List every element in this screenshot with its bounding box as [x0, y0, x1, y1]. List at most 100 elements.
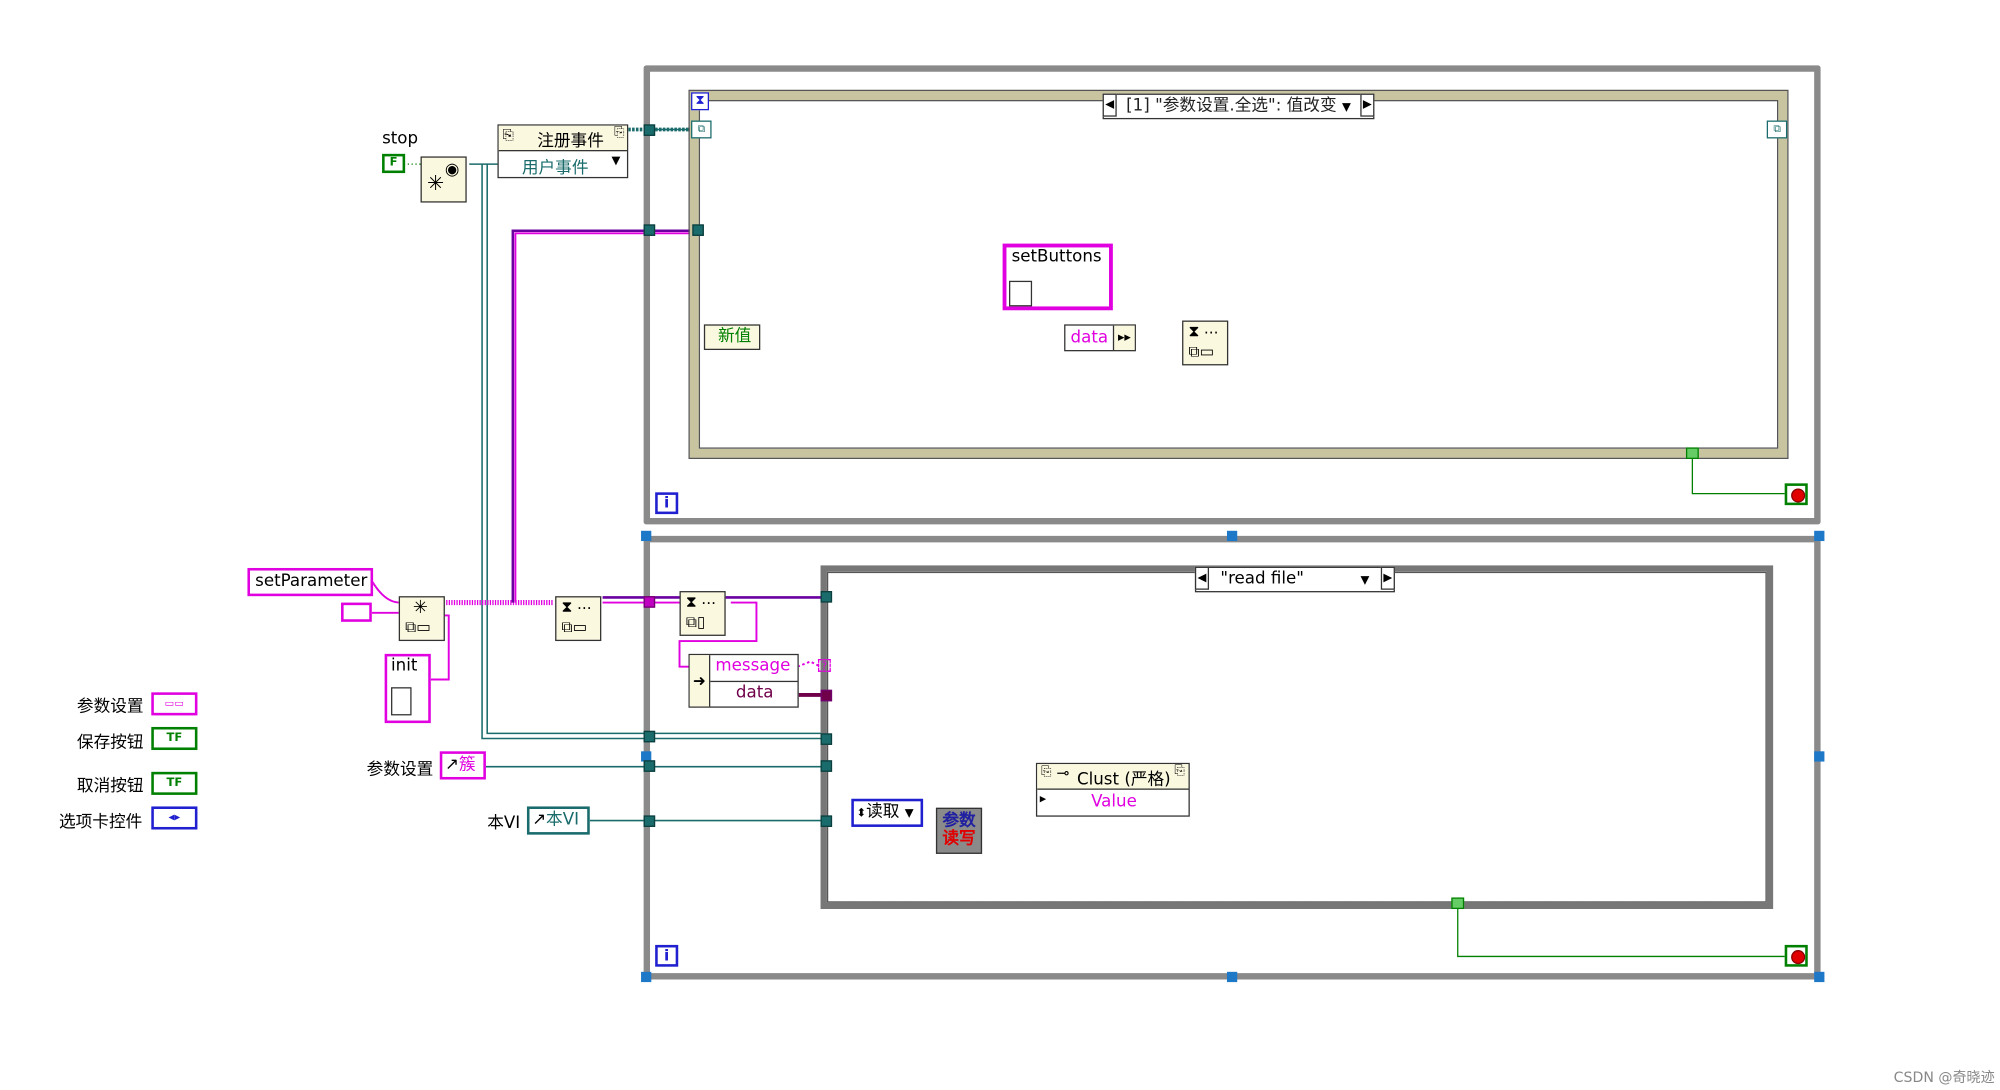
- message-case-tunnel: ?: [817, 658, 831, 672]
- write-arrow-icon: ▸: [1039, 792, 1047, 807]
- control-label-3: 选项卡控件: [58, 812, 143, 833]
- iteration-text: i: [664, 493, 670, 512]
- cluster-control-terminal[interactable]: ▭▭: [151, 692, 198, 716]
- resize-handle[interactable]: [641, 971, 652, 983]
- set-parameter-constant[interactable]: setParameter: [247, 567, 374, 597]
- new-value-node: 新值: [703, 324, 761, 351]
- chevron-down-icon[interactable]: ▼: [1360, 574, 1370, 588]
- register-icon: ⎘: [502, 126, 514, 144]
- tab-control-terminal[interactable]: ◂▸: [151, 806, 198, 830]
- control-tag-3: ◂▸: [168, 811, 181, 825]
- chevron-down-icon[interactable]: ▼: [904, 807, 914, 821]
- init-text: init: [391, 656, 418, 676]
- enqueue-element-node-2[interactable]: ⧗ ... ⧉▭: [1182, 319, 1229, 366]
- chevron-down-icon[interactable]: ▼: [1341, 101, 1351, 115]
- dequeue-element-node[interactable]: ⧗ ... ⧉▯: [679, 589, 726, 636]
- tunnel-this-vi: [643, 815, 656, 827]
- param-settings-ref-label: 参数设置: [366, 760, 434, 780]
- ellipsis-text: ...: [701, 589, 716, 608]
- stop-condition-terminal[interactable]: [1784, 944, 1808, 967]
- loop-iteration-terminal: i: [655, 944, 679, 967]
- data-text: data: [735, 683, 774, 703]
- save-button-terminal[interactable]: TF: [151, 726, 198, 751]
- ellipsis-text: ...: [1203, 319, 1219, 338]
- tunnel-queue-bottom: [643, 596, 656, 608]
- next-case-icon[interactable]: ▶: [1380, 566, 1395, 590]
- case-selector[interactable]: ◀ "read file" ▼ ▶: [1194, 566, 1395, 593]
- obtain-queue-node[interactable]: ✳ ⧉▭: [398, 596, 445, 642]
- dynamic-event-terminal-right[interactable]: ⧉: [1766, 120, 1788, 139]
- register-event-label: 注册事件: [537, 132, 604, 152]
- question-text: ?: [821, 660, 828, 672]
- property-icon: ⎘: [1041, 765, 1052, 780]
- create-user-event-node[interactable]: ✳ ◉: [420, 156, 467, 203]
- case-tunnel-queue: [820, 591, 833, 603]
- param-rw-subvi[interactable]: 参数 读写: [935, 807, 983, 854]
- data-text: data: [1070, 328, 1109, 348]
- stop-sign-icon: [1791, 488, 1806, 503]
- hourglass-icon: ⧗: [561, 597, 573, 616]
- resize-handle[interactable]: [1226, 530, 1238, 542]
- event-timeout-terminal[interactable]: ⧗: [691, 92, 710, 111]
- prev-case-icon[interactable]: ◀: [1194, 566, 1210, 590]
- queue-icon: ⧉▭: [561, 617, 588, 636]
- resize-handle[interactable]: [641, 751, 652, 762]
- resize-handle[interactable]: [1814, 751, 1825, 762]
- prev-case-icon[interactable]: ◀: [1102, 93, 1117, 117]
- iteration-text: i: [664, 946, 670, 965]
- stop-condition-terminal[interactable]: [1784, 483, 1808, 506]
- next-case-icon[interactable]: ▶: [1360, 93, 1375, 117]
- dynamic-event-terminal-left[interactable]: ⧉: [691, 120, 712, 139]
- event-case-selector[interactable]: ◀ [1] "参数设置.全选": 值改变 ▼ ▶: [1102, 93, 1375, 120]
- ref-arrow-icon: ↗: [444, 755, 459, 775]
- loop-iteration-terminal: i: [655, 492, 679, 515]
- message-text: message: [715, 656, 791, 676]
- bulb-icon: ◉: [444, 160, 460, 180]
- resize-handle[interactable]: [1226, 971, 1238, 983]
- control-label-1: 保存按钮: [76, 733, 144, 753]
- user-event-label: 用户事件: [521, 158, 589, 179]
- while-loop-top[interactable]: [643, 65, 1821, 525]
- case-tunnel-cluster-ref: [820, 760, 833, 772]
- property-node-clust[interactable]: ⎘ ⊸ Clust (严格) ⎘ ▸ Value: [1035, 762, 1190, 817]
- set-buttons-constant[interactable]: setButtons: [1002, 243, 1113, 311]
- resize-handle[interactable]: [1814, 971, 1825, 983]
- ref-arrow-icon: ↗: [532, 810, 547, 830]
- this-vi-label: 本VI: [487, 814, 521, 834]
- resize-handle[interactable]: [641, 530, 652, 542]
- init-cluster-constant[interactable]: init: [384, 653, 431, 724]
- watermark: CSDN @奇晓迹: [1893, 1069, 1995, 1086]
- tunnel-queue: [643, 224, 656, 236]
- enum-increment-icon: ⬍: [856, 807, 867, 821]
- control-tag-2: TF: [166, 776, 183, 790]
- this-vi-ref-text: 本VI: [546, 810, 580, 830]
- unbundle-arrow-icon: ➜: [689, 655, 711, 707]
- bundle-by-name-node[interactable]: data ▸▸: [1064, 324, 1136, 352]
- register-events-node[interactable]: ⎘ 注册事件 ⎘ 用户事件 ▼: [497, 124, 629, 179]
- param-rw-line2: 读写: [942, 829, 976, 849]
- control-label-0: 参数设置: [76, 697, 144, 717]
- chevron-down-icon[interactable]: ▼: [611, 155, 621, 168]
- resize-handle[interactable]: [1814, 530, 1825, 542]
- set-parameter-text: setParameter: [255, 571, 368, 592]
- corner-icon: ⎘: [1174, 764, 1185, 779]
- queue-icon: ⧉▭: [1188, 342, 1215, 361]
- cancel-button-terminal[interactable]: TF: [151, 771, 198, 795]
- cluster-type-icon: [341, 602, 372, 622]
- event-case-text: [1] "参数设置.全选": 值改变: [1126, 96, 1337, 116]
- case-text: "read file": [1220, 569, 1304, 589]
- false-constant[interactable]: F: [382, 153, 406, 174]
- this-vi-ref-node[interactable]: ↗本VI: [526, 806, 590, 835]
- read-enum-constant[interactable]: ⬍读取 ▼: [851, 798, 924, 827]
- tunnel-register-bottom: [643, 730, 656, 743]
- tunnel-register: [643, 124, 656, 136]
- key-icon: ⊸: [1056, 764, 1070, 783]
- enqueue-element-node[interactable]: ⧗ ... ⧉▭: [555, 595, 602, 642]
- unbundle-by-name-node[interactable]: ➜ message data: [688, 653, 799, 708]
- false-constant-text: F: [389, 156, 398, 170]
- controls-panel: 参数设置 ▭▭ 保存按钮 TF 取消按钮 TF 选项卡控件 ◂▸: [51, 692, 205, 833]
- cluster-ref-node[interactable]: ↗簇: [439, 751, 486, 780]
- control-tag-1: TF: [166, 732, 183, 745]
- control-tag-0: ▭▭: [164, 697, 185, 710]
